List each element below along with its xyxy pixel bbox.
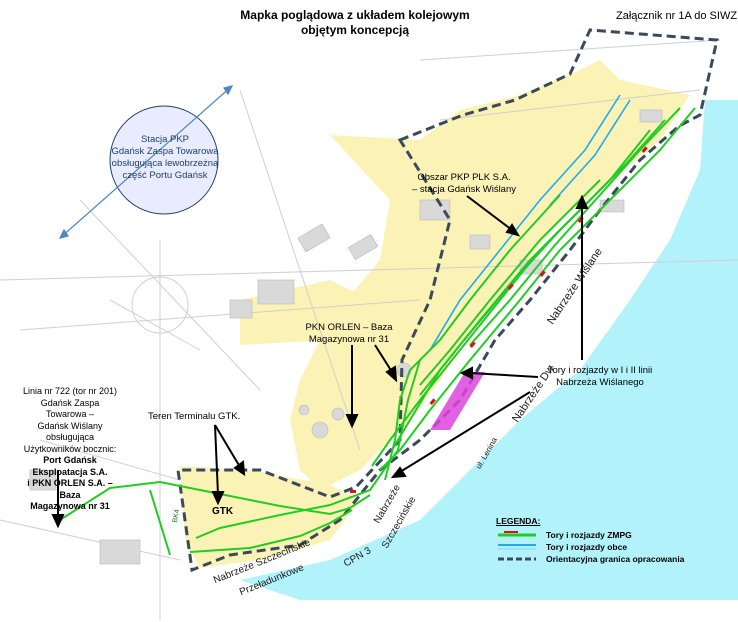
- legend-item-foreign-label: Tory i rozjazdy obce: [546, 542, 628, 552]
- line-722-line7: Magazynowa nr 31: [30, 501, 110, 511]
- station-label-line3: obsługująca lewobrzeżną: [111, 158, 219, 169]
- study-area-boundary: [176, 28, 719, 573]
- gtk-label: GTK: [212, 506, 234, 517]
- legend-item-zmpg: Tory i rozjazdy ZMPG: [496, 529, 684, 541]
- plk-area-label: Obszar PKP PLK S.A. – stacja Gdańsk Wiśl…: [394, 172, 534, 196]
- foreign-tracks: [429, 94, 631, 351]
- line-722-line2: Gdańsk Zaspa Towarowa –: [40, 397, 100, 420]
- legend-item-boundary-label: Orientacyjna granica opracowania: [546, 554, 685, 564]
- tracks-label: Tory i rozjazdy w I i II linii Nabrzeża …: [535, 365, 665, 389]
- map-title: Mapka poglądowa z układem kolejowym obję…: [210, 8, 500, 38]
- orlen-label-line2: Magazynowa nr 31: [308, 334, 390, 345]
- orlen-label: PKN ORLEN – Baza Magazynowa nr 31: [294, 322, 404, 346]
- tracks-label-line2: Nabrzeża Wiślanego: [556, 377, 644, 388]
- foreign-track-swatch: [496, 541, 538, 553]
- line-722-line1: Linia nr 722 (tor nr 201): [22, 386, 118, 396]
- terminal-label: Teren Terminalu GTK.: [148, 411, 241, 422]
- zmpg-track-swatch-svg: [498, 531, 536, 537]
- legend-item-foreign: Tory i rozjazdy obce: [496, 541, 684, 553]
- line-722-label: Linia nr 722 (tor nr 201) Gdańsk Zaspa T…: [20, 386, 120, 513]
- station-label-line4: część Portu Gdańsk: [122, 170, 208, 181]
- station-label: Stacja PKP Gdańsk Zaspa Towarowa obsługu…: [106, 134, 224, 182]
- orlen-label-line1: PKN ORLEN – Baza: [305, 322, 393, 333]
- station-circle: [109, 105, 219, 215]
- tracks-label-line1: Tory i rozjazdy w I i II linii: [547, 365, 653, 376]
- zmpg-tracks: [59, 107, 696, 556]
- line-722-line6: i PKN ORLEN S.A. – Baza: [27, 478, 113, 500]
- background-buildings: [29, 109, 663, 565]
- magenta-zone: [430, 372, 485, 430]
- line-722-line3: Gdańsk Wiślany obsługująca: [37, 420, 103, 443]
- line-722-line5: Port Gdańsk Eksploatacja S.A.: [32, 455, 108, 477]
- switch-markers: [350, 146, 648, 493]
- legend-item-boundary: Orientacyjna granica opracowania: [496, 553, 684, 565]
- line-722-line4: Użytkowników bocznic:: [23, 443, 117, 454]
- map-title-line2: objętym koncepcją: [300, 23, 410, 37]
- river-water: [240, 100, 738, 600]
- background-roads: [0, 39, 738, 620]
- station-label-line1: Stacja PKP: [140, 134, 190, 145]
- zmpg-track-swatch: [496, 529, 538, 541]
- plk-label-line2: – stacja Gdańsk Wiślany: [411, 184, 516, 195]
- legend-title: LEGENDA:: [496, 516, 541, 526]
- boundary-swatch-svg: [498, 557, 536, 561]
- foreign-track-swatch-svg: [498, 544, 536, 550]
- station-label-line2: Gdańsk Zaspa Towarowa: [111, 146, 219, 157]
- map-title-line1: Mapka poglądowa z układem kolejowym: [240, 8, 470, 22]
- station-direction-arrow: [58, 85, 234, 239]
- plk-label-line1: Obszar PKP PLK S.A.: [417, 172, 511, 183]
- legend-item-zmpg-label: Tory i rozjazdy ZMPG: [546, 530, 632, 540]
- map-legend: LEGENDA: Tory i rozjazdy ZMPG Tory i roz…: [496, 516, 684, 565]
- pointer-arrows: [51, 194, 589, 529]
- boundary-swatch: [496, 553, 538, 565]
- annex-label: Załącznik nr 1A do SIWZ: [616, 10, 738, 22]
